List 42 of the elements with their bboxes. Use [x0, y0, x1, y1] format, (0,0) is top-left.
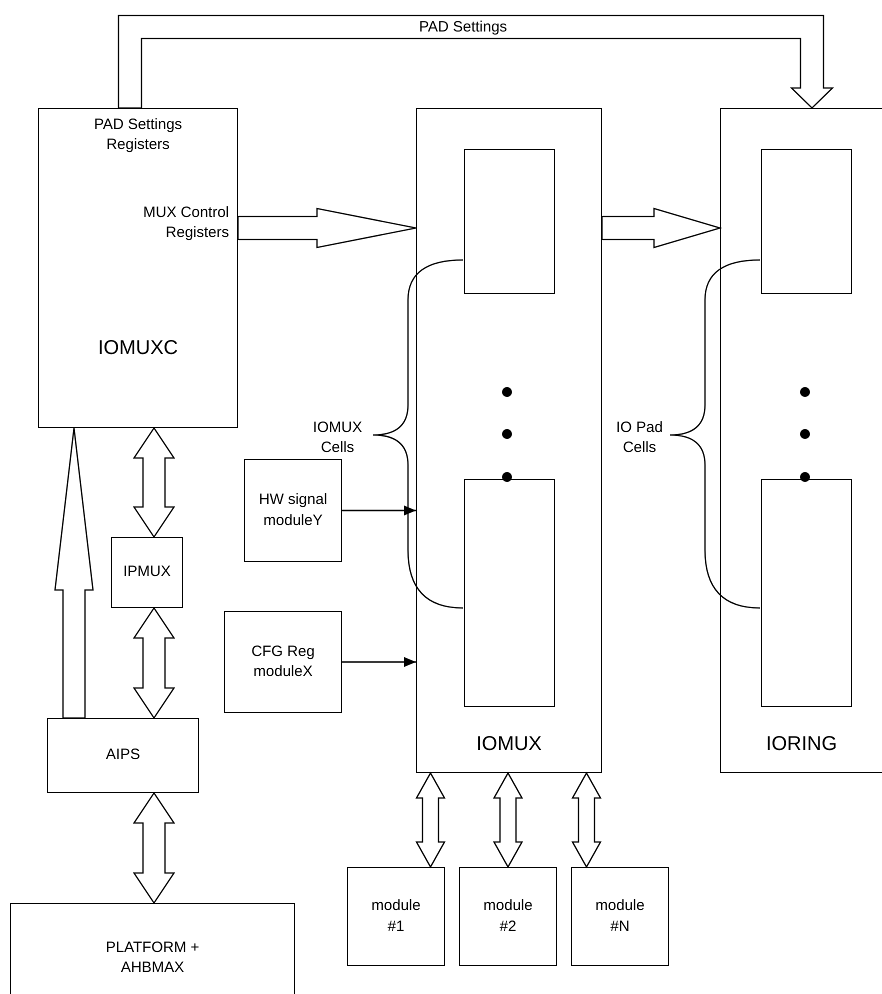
block-label: IOMUX [476, 732, 542, 757]
block-arrow [118, 14, 834, 109]
block-arrow [571, 772, 602, 868]
block-box [244, 459, 342, 562]
block-label: IORING [766, 732, 838, 757]
block-label: IOMUXC [98, 336, 178, 361]
cell-box [761, 479, 852, 707]
block-label: PLATFORM + AHBMAX [104, 938, 200, 977]
block-arrow [132, 426, 176, 538]
block-label: HW signal moduleY [258, 490, 328, 530]
block-label: AIPS [106, 745, 140, 766]
arrow [342, 506, 416, 516]
block-box [720, 108, 882, 773]
block-label: module #1 [370, 896, 422, 936]
cell-box [464, 149, 555, 294]
block-box [10, 903, 295, 994]
block-arrow [237, 208, 417, 248]
block-box [347, 867, 445, 966]
block-arrow [54, 427, 94, 719]
block-box [571, 867, 669, 966]
block-label: CFG Reg moduleX [250, 642, 316, 682]
block-label: module #2 [482, 896, 534, 936]
block-arrow [492, 772, 524, 868]
bracket-label: IOMUX Cells [312, 418, 364, 458]
block-box [38, 108, 238, 428]
bracket-label: IO Pad Cells [615, 418, 664, 458]
cell-box [761, 149, 852, 294]
block-box [459, 867, 557, 966]
block-box [111, 537, 183, 608]
block-label: module #N [594, 896, 646, 936]
block-box [224, 611, 342, 713]
block-label: MUX Control Registers [142, 203, 229, 242]
block-box [416, 108, 602, 773]
block-box [47, 718, 199, 793]
block-arrow [601, 208, 722, 248]
arrow [342, 657, 416, 667]
block-arrow [132, 606, 176, 720]
block-label: IPMUX [123, 562, 171, 582]
cell-box [464, 479, 555, 707]
block-arrow [415, 772, 446, 868]
block-arrow [132, 792, 176, 904]
block-label: PAD Settings Registers [92, 115, 184, 154]
